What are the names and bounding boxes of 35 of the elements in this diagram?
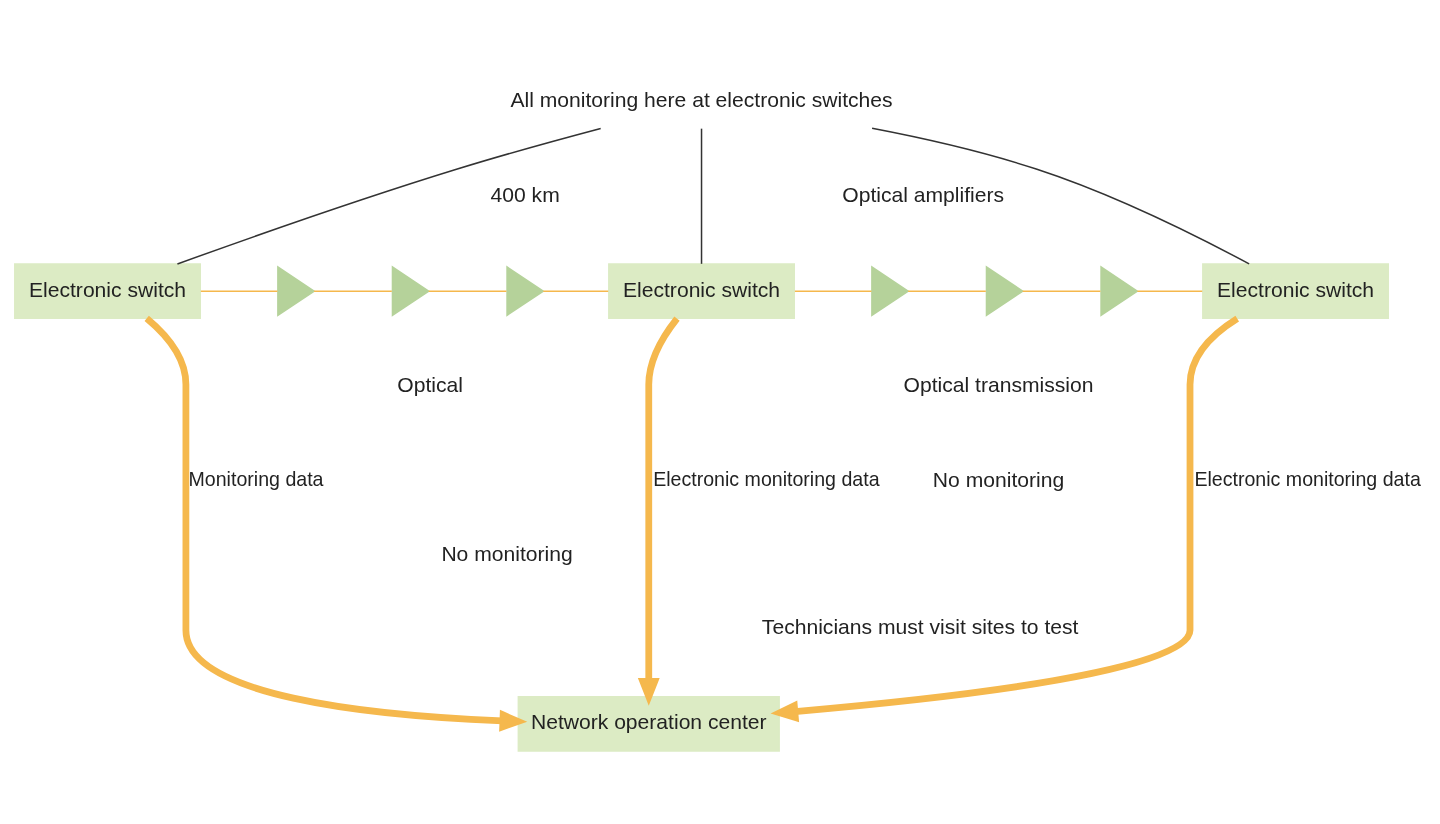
edge-label: Electronic monitoring data bbox=[1194, 467, 1421, 490]
label: 400 km bbox=[490, 182, 560, 206]
node-box: Electronic switch bbox=[14, 262, 201, 319]
node-triangle bbox=[506, 265, 545, 317]
arrow bbox=[770, 315, 1240, 722]
label: Optical transmission bbox=[903, 372, 1094, 396]
connector bbox=[871, 127, 1250, 265]
connector bbox=[542, 289, 609, 292]
connector bbox=[1136, 289, 1203, 292]
connector bbox=[200, 289, 279, 292]
node-triangle bbox=[871, 265, 910, 317]
label: Optical amplifiers bbox=[842, 182, 1005, 206]
label: No monitoring bbox=[441, 541, 573, 565]
connector bbox=[1021, 289, 1102, 292]
arrow bbox=[144, 315, 528, 732]
node-box: Electronic switch bbox=[1202, 262, 1390, 319]
edge-label: Electronic monitoring data bbox=[653, 467, 880, 490]
edge-label: Monitoring data bbox=[188, 467, 324, 490]
connector bbox=[794, 289, 873, 292]
connector bbox=[176, 127, 602, 265]
label: No monitoring bbox=[932, 467, 1065, 491]
node-triangle bbox=[1100, 265, 1139, 317]
label: Technicians must visit sites to test bbox=[761, 614, 1079, 638]
connector bbox=[313, 289, 393, 292]
node-triangle bbox=[985, 265, 1025, 317]
node-box: Network operation center bbox=[517, 695, 780, 752]
node-triangle bbox=[277, 265, 316, 317]
node-triangle bbox=[391, 265, 430, 317]
connector bbox=[700, 127, 703, 265]
connector bbox=[427, 289, 508, 292]
node-box: Electronic switch bbox=[608, 262, 795, 319]
node-text: All monitoring here at electronic switches bbox=[510, 87, 893, 111]
arrow bbox=[637, 316, 680, 706]
label: Optical bbox=[397, 372, 463, 396]
connector bbox=[907, 289, 987, 292]
